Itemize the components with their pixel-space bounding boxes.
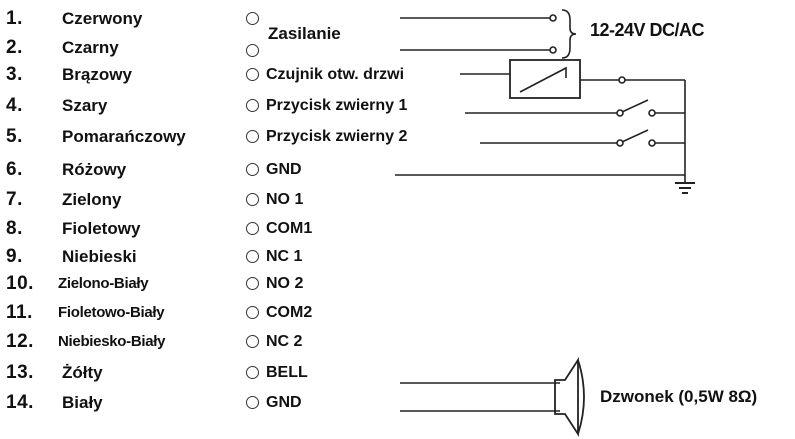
- pin-function: Przycisk zwierny 1: [266, 97, 408, 114]
- pin-number: 11.: [6, 302, 33, 323]
- switch-button-1: [621, 99, 649, 113]
- pin-function: NC 1: [266, 248, 303, 265]
- terminal-circle-icon: [246, 12, 259, 25]
- wire-color: Niebiesko-Biały: [58, 333, 166, 350]
- pin-function: COM2: [266, 304, 313, 321]
- voltage-brace: [561, 9, 577, 59]
- switch-button-2: [621, 129, 649, 143]
- wire-color: Czerwony: [62, 9, 143, 28]
- sensor-contact: [519, 66, 567, 93]
- pin-button-2-a: [616, 139, 624, 147]
- wire-color: Pomarańczowy: [62, 127, 186, 146]
- wire-color: Czarny: [62, 38, 119, 57]
- terminal-circle-icon: [246, 99, 259, 112]
- pin-number: 9.: [6, 246, 23, 267]
- terminal-circle-icon: [246, 396, 259, 409]
- pin-number: 1.: [6, 8, 23, 29]
- pin-button-1-a: [616, 109, 624, 117]
- pin-function: COM1: [266, 220, 313, 237]
- terminal-circle-icon: [246, 335, 259, 348]
- pin-function: Przycisk zwierny 2: [266, 128, 408, 145]
- pin-number: 7.: [6, 189, 23, 210]
- pin-power-1: [549, 14, 557, 22]
- wire-color: Różowy: [62, 160, 127, 179]
- wire-color: Brązowy: [62, 65, 132, 84]
- voltage-label: 12-24V DC/AC: [590, 20, 705, 40]
- bell-cone: [577, 359, 585, 435]
- pin-power-2: [549, 46, 557, 54]
- pin-number: 10.: [6, 273, 34, 294]
- pin-number: 14.: [6, 392, 34, 413]
- bell-label: Dzwonek (0,5W 8Ω): [600, 387, 758, 406]
- wire-color: Niebieski: [62, 247, 137, 266]
- wire-color: Fioletowy: [62, 219, 141, 238]
- pin-function: NO 1: [266, 191, 304, 208]
- pin-number: 3.: [6, 64, 23, 85]
- pin-function: NO 2: [266, 275, 304, 292]
- terminal-circle-icon: [246, 44, 259, 57]
- terminal-circle-icon: [246, 130, 259, 143]
- terminal-circle-icon: [246, 193, 259, 206]
- terminal-circle-icon: [246, 163, 259, 176]
- pin-number: 2.: [6, 37, 23, 58]
- pin-function: Czujnik otw. drzwi: [266, 66, 405, 83]
- terminal-circle-icon: [246, 366, 259, 379]
- pin-number: 4.: [6, 95, 23, 116]
- pin-function: GND: [266, 394, 302, 411]
- terminal-circle-icon: [246, 222, 259, 235]
- pin-number: 5.: [6, 126, 23, 147]
- terminal-circle-icon: [246, 250, 259, 263]
- power-label: Zasilanie: [268, 24, 341, 43]
- terminal-circle-icon: [246, 277, 259, 290]
- pin-sensor-out: [618, 76, 626, 84]
- terminal-circle-icon: [246, 68, 259, 81]
- wire-color: Biały: [62, 393, 103, 412]
- pin-number: 12.: [6, 331, 34, 352]
- pin-number: 8.: [6, 218, 23, 239]
- wire-color: Zielono-Biały: [58, 275, 149, 292]
- pin-function: NC 2: [266, 333, 303, 350]
- door-sensor-box: [509, 59, 581, 99]
- pin-button-2-b: [648, 139, 656, 147]
- wire-color: Szary: [62, 96, 108, 115]
- wire-color: Zielony: [62, 190, 122, 209]
- pin-button-1-b: [648, 109, 656, 117]
- pin-function: BELL: [266, 364, 308, 381]
- terminal-circle-icon: [246, 306, 259, 319]
- pin-number: 6.: [6, 159, 23, 180]
- wire-color: Żółty: [62, 363, 103, 382]
- wire-color: Fioletowo-Biały: [58, 304, 165, 321]
- pin-number: 13.: [6, 362, 34, 383]
- bell-speaker: [554, 356, 579, 438]
- pin-function: GND: [266, 161, 302, 178]
